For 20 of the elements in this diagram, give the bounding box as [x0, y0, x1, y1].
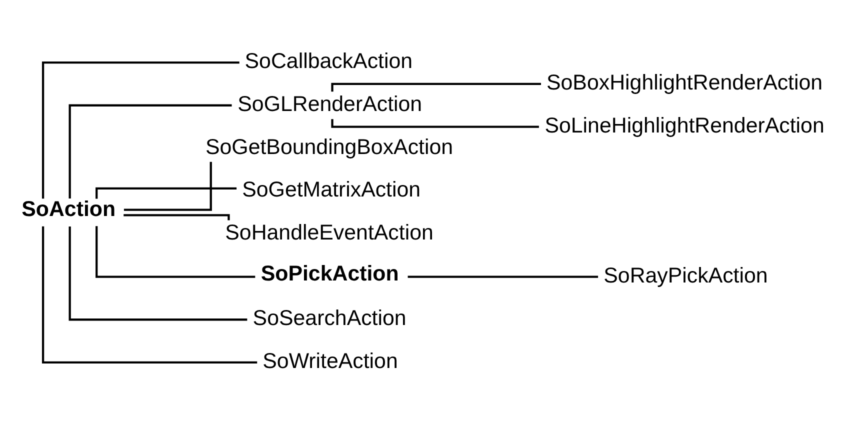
node-text: SoCallbackAction	[244, 48, 413, 73]
connector	[124, 161, 212, 210]
node-text: SoLineHighlightRenderAction	[544, 112, 824, 137]
connector	[68, 104, 232, 198]
node-text: SoGetBoundingBoxAction	[206, 134, 454, 158]
connector	[124, 214, 230, 220]
node-text: SoAction	[22, 196, 116, 221]
node-text: SoGetMatrixAction	[242, 177, 421, 202]
connector	[42, 226, 258, 364]
node-text: SoPickAction	[260, 261, 399, 286]
node-text: SoWriteAction	[262, 348, 398, 373]
node-text: SoSearchAction	[252, 306, 406, 330]
connector	[96, 226, 256, 278]
connector	[408, 275, 598, 278]
node-text: SoHandleEventAction	[225, 220, 434, 244]
connector	[42, 60, 240, 198]
node-text: SoRayPickAction	[604, 262, 768, 287]
node-text: SoBoxHighlightRenderAction	[546, 70, 823, 94]
node-text: SoGLRenderAction	[238, 91, 422, 116]
connector	[68, 226, 248, 320]
